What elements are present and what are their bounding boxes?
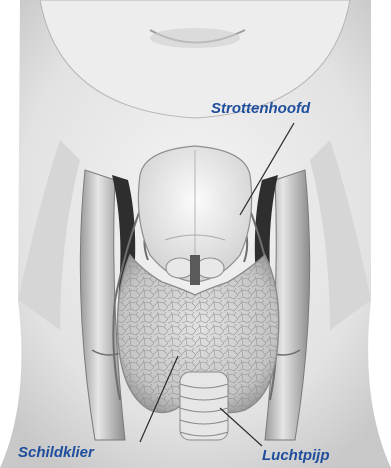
thyroid-label: Schildklier xyxy=(18,444,94,461)
trachea-label: Luchtpijp xyxy=(262,447,330,464)
larynx-label: Strottenhoofd xyxy=(211,100,310,117)
trachea xyxy=(180,372,228,440)
